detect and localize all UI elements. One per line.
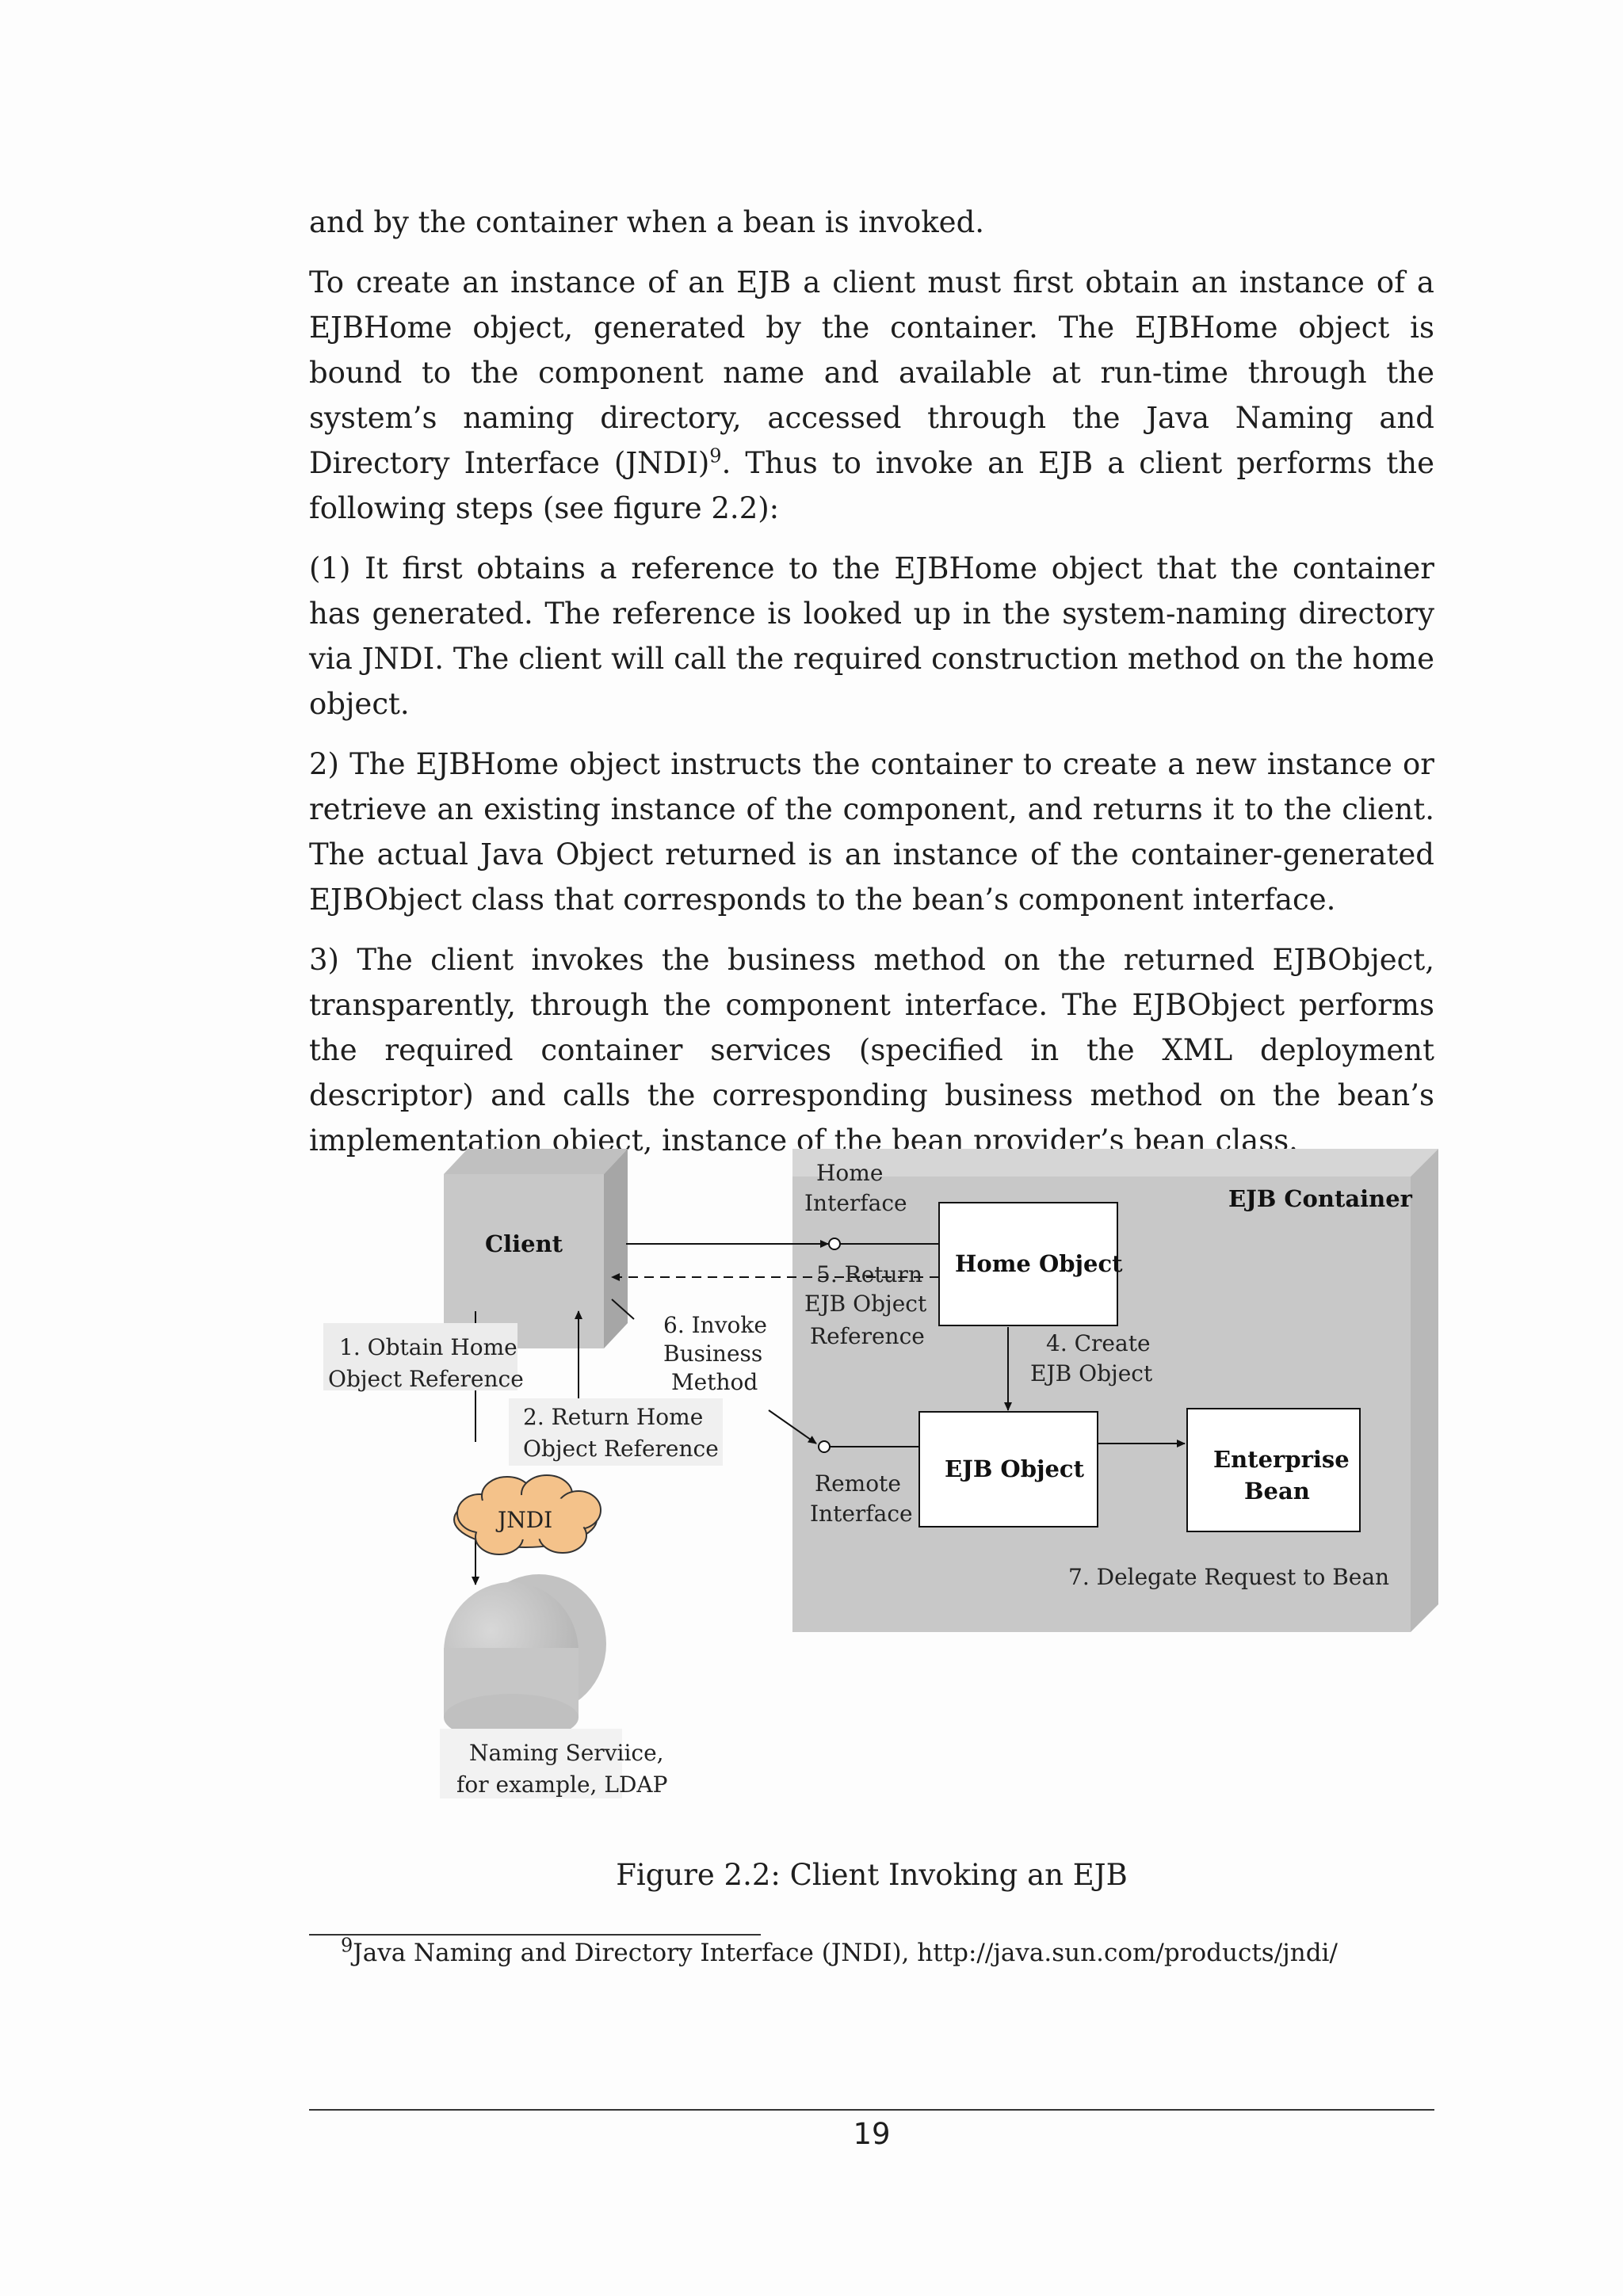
- return-reference-label: 5. Return: [816, 1261, 922, 1287]
- footnote-reference: 9: [709, 444, 722, 467]
- footnote: 9Java Naming and Directory Interface (JN…: [341, 1933, 1434, 1973]
- naming-service-label: for example, LDAP: [456, 1772, 667, 1798]
- remote-interface-port: [818, 1440, 831, 1453]
- container-title: EJB Container: [1228, 1185, 1413, 1212]
- body-text: and by the container when a bean is invo…: [309, 200, 1434, 1178]
- delegate-label: 7. Delegate Request to Bean: [1068, 1564, 1389, 1590]
- jndi-cloud: [453, 1474, 601, 1555]
- naming-service-cylinder: [444, 1574, 606, 1741]
- home-interface-label: Interface: [804, 1190, 907, 1216]
- diagram-svg: EJB Container Client Home Interface Home…: [323, 1149, 1438, 1798]
- remote-interface-label: Interface: [810, 1501, 913, 1527]
- ejb-container: [792, 1149, 1438, 1632]
- paragraph-text: . Thus to invoke an EJB a client perform…: [309, 446, 1434, 525]
- invoke-label: Method: [671, 1369, 758, 1395]
- figure-caption: Figure 2.2: Client Invoking an EJB: [616, 1858, 1128, 1892]
- obtain-label: 1. Obtain Home: [339, 1334, 517, 1360]
- footnote-mark: 9: [341, 1934, 353, 1957]
- enterprise-bean-box: [1186, 1408, 1361, 1532]
- return-reference-label: EJB Object: [804, 1291, 927, 1317]
- invoke-label: Business: [663, 1341, 762, 1367]
- paragraph: 3) The client invokes the business metho…: [309, 943, 1434, 1158]
- client-box: [444, 1149, 628, 1348]
- enterprise-bean-label: Bean: [1244, 1478, 1310, 1505]
- footnote-text: Java Naming and Directory Interface (JND…: [353, 1939, 1338, 1967]
- ejb-object-box: [918, 1411, 1098, 1527]
- client-label: Client: [485, 1230, 563, 1257]
- jndi-label: JNDI: [495, 1507, 552, 1533]
- return-home-label: 2. Return Home: [523, 1404, 703, 1430]
- remote-interface-label: Remote: [815, 1470, 901, 1497]
- paragraph: and by the container when a bean is invo…: [309, 205, 985, 239]
- obtain-label-bg: [323, 1323, 517, 1390]
- arrow-invoke-method: [768, 1409, 817, 1444]
- page-number: 19: [853, 2117, 891, 2151]
- create-label: 4. Create: [1046, 1330, 1151, 1356]
- home-object-box: [938, 1202, 1118, 1326]
- paragraph: (1) It first obtains a reference to the …: [309, 551, 1434, 721]
- home-interface-label: Home: [816, 1160, 883, 1186]
- invoke-label: 6. Invoke: [663, 1312, 767, 1338]
- footer-divider: [309, 2109, 1434, 2111]
- return-reference-label: Reference: [810, 1323, 925, 1349]
- home-interface-port: [828, 1238, 841, 1250]
- invoke-line: [611, 1299, 635, 1320]
- ejb-invocation-diagram: EJB Container Client Home Interface Home…: [309, 1125, 1442, 1838]
- home-object-label: Home Object: [955, 1250, 1123, 1277]
- return-home-label: Object Reference: [523, 1436, 719, 1462]
- footnote-divider: [309, 1934, 761, 1936]
- obtain-label: Object Reference: [328, 1366, 524, 1392]
- naming-label-bg: [440, 1729, 622, 1798]
- paragraph: To create an instance of an EJB a client…: [309, 260, 1434, 531]
- create-label: EJB Object: [1030, 1360, 1153, 1386]
- return-home-bg: [509, 1398, 723, 1466]
- paragraph-text: To create an instance of an EJB a client…: [309, 265, 1434, 480]
- enterprise-bean-label: Enterprise: [1213, 1446, 1350, 1473]
- naming-service-label: Naming Serviice,: [469, 1740, 664, 1766]
- paragraph: 2) The EJBHome object instructs the cont…: [309, 747, 1434, 917]
- ejb-object-label: EJB Object: [945, 1455, 1085, 1482]
